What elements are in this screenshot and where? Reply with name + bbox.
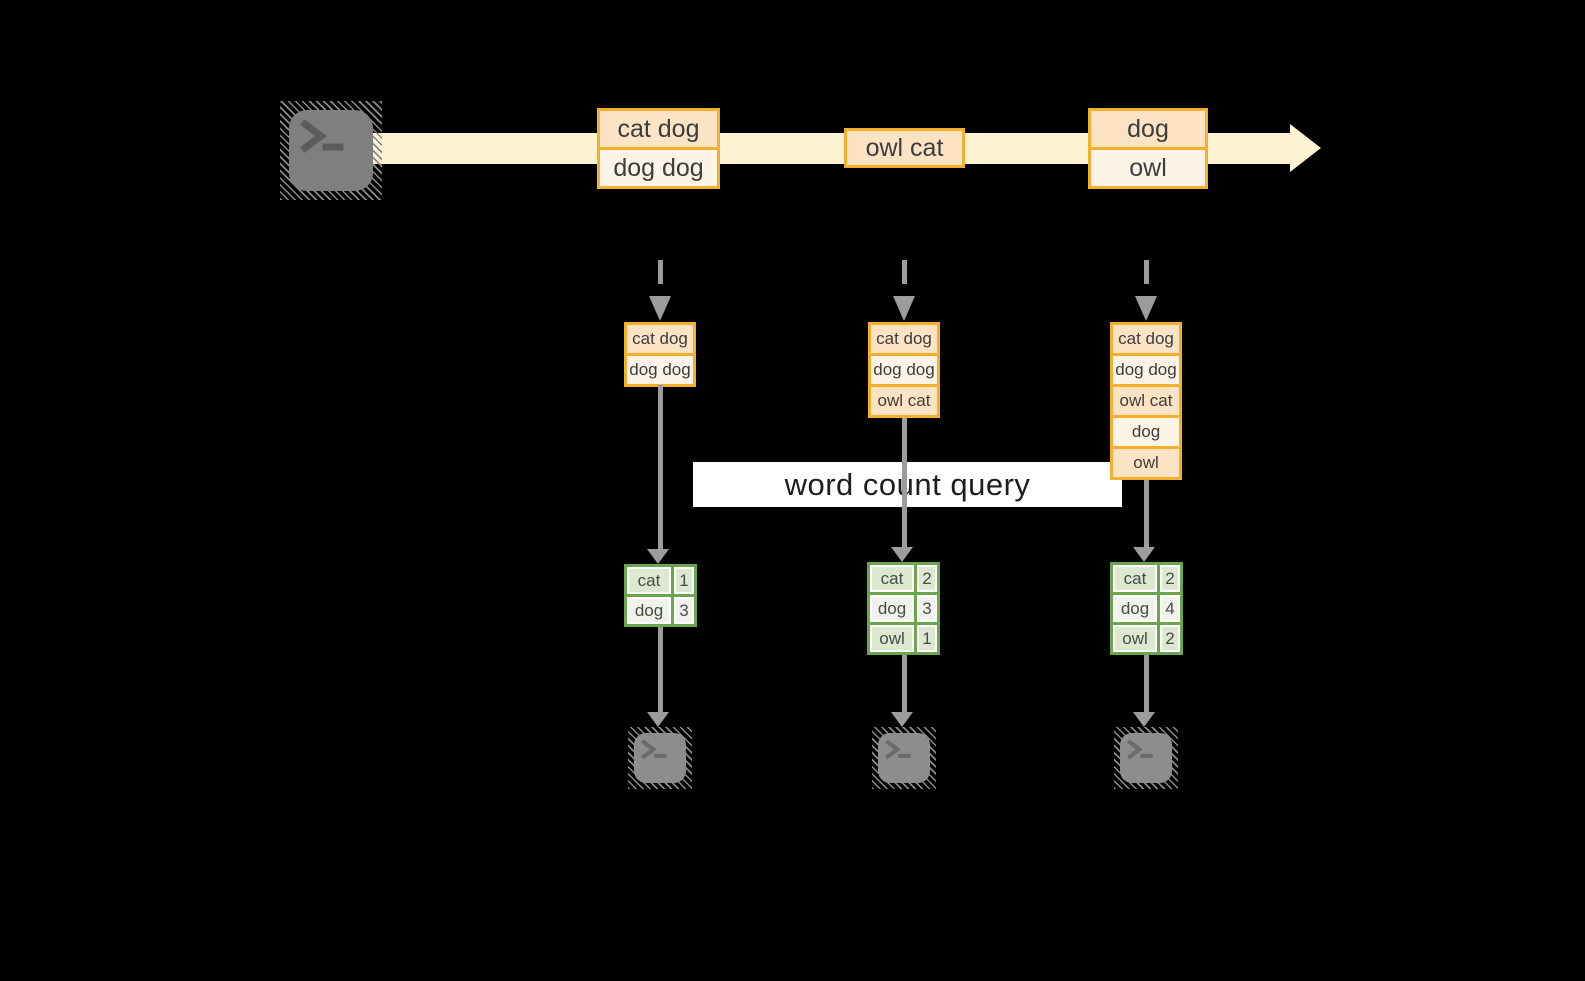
count-cell: 1: [674, 567, 694, 594]
word-cell: cat: [1113, 565, 1157, 592]
stream-message: dog dog: [600, 150, 717, 186]
consumer-terminal-icon: [1114, 727, 1178, 789]
consumer-terminal-icon: [628, 727, 692, 789]
table-row: cat 1: [627, 567, 694, 594]
ingest-arrow-stem: [902, 260, 907, 294]
ingest-arrow-stem: [658, 260, 663, 294]
buffered-message: dog dog: [1113, 356, 1179, 384]
output-arrowhead-icon: [891, 712, 913, 727]
table-row: dog 3: [870, 595, 937, 622]
query-label-band: word count query: [693, 462, 1122, 507]
table-row: cat 2: [1113, 565, 1180, 592]
source-terminal-icon: [280, 101, 382, 200]
terminal-prompt-icon: [641, 740, 667, 760]
table-row: dog 3: [627, 597, 694, 624]
table-row: owl 2: [1113, 625, 1180, 652]
query-arrow-stem: [902, 418, 907, 547]
terminal-screen: [289, 110, 373, 191]
query-arrow-stem: [1144, 480, 1149, 547]
output-arrowhead-icon: [1133, 712, 1155, 727]
output-arrow-stem: [1144, 655, 1149, 712]
count-cell: 3: [674, 597, 694, 624]
word-cell: owl: [1113, 625, 1157, 652]
count-cell: 2: [1160, 625, 1180, 652]
buffered-message: dog dog: [871, 356, 937, 384]
buffered-message: cat dog: [627, 325, 693, 353]
ingest-arrow-stem: [1144, 260, 1149, 294]
stream-message-batch: owl cat: [844, 128, 965, 168]
query-arrowhead-icon: [1133, 547, 1155, 562]
table-row: owl 1: [870, 625, 937, 652]
buffered-message: owl: [1113, 449, 1179, 477]
terminal-prompt-icon: [1127, 740, 1153, 760]
query-arrowhead-icon: [891, 547, 913, 562]
buffered-messages-stack: cat dog dog dog: [624, 322, 696, 387]
table-row: dog 4: [1113, 595, 1180, 622]
buffered-message: cat dog: [1113, 325, 1179, 353]
count-cell: 2: [917, 565, 937, 592]
buffered-message: dog: [1113, 418, 1179, 446]
terminal-screen: [634, 733, 686, 783]
output-arrowhead-icon: [647, 712, 669, 727]
query-label: word count query: [784, 466, 1031, 502]
output-arrow-stem: [658, 627, 663, 712]
table-row: cat 2: [870, 565, 937, 592]
consumer-terminal-icon: [872, 727, 936, 789]
word-count-table: cat 1 dog 3: [624, 564, 697, 627]
count-cell: 3: [917, 595, 937, 622]
ingest-arrowhead-icon: [649, 296, 671, 321]
terminal-prompt-icon: [885, 740, 911, 760]
word-cell: cat: [870, 565, 914, 592]
terminal-prompt-icon: [300, 120, 344, 153]
word-cell: dog: [627, 597, 671, 624]
query-arrow-stem: [658, 385, 663, 549]
buffered-messages-stack: cat dog dog dog owl cat dog owl: [1110, 322, 1182, 480]
word-cell: dog: [1113, 595, 1157, 622]
word-cell: cat: [627, 567, 671, 594]
word-cell: owl: [870, 625, 914, 652]
terminal-screen: [878, 733, 930, 783]
word-cell: dog: [870, 595, 914, 622]
word-count-table: cat 2 dog 3 owl 1: [867, 562, 940, 655]
count-cell: 1: [917, 625, 937, 652]
buffered-messages-stack: cat dog dog dog owl cat: [868, 322, 940, 418]
query-arrowhead-icon: [647, 549, 669, 564]
stream-message: owl cat: [847, 131, 962, 165]
terminal-screen: [1120, 733, 1172, 783]
buffered-message: cat dog: [871, 325, 937, 353]
output-arrow-stem: [902, 655, 907, 712]
stream-message: dog: [1091, 111, 1205, 147]
count-cell: 2: [1160, 565, 1180, 592]
buffered-message: owl cat: [871, 387, 937, 415]
stream-arrowhead-icon: [1290, 124, 1321, 172]
buffered-message: owl cat: [1113, 387, 1179, 415]
count-cell: 4: [1160, 595, 1180, 622]
stream-message: owl: [1091, 150, 1205, 186]
word-count-table: cat 2 dog 4 owl 2: [1110, 562, 1183, 655]
buffered-message: dog dog: [627, 356, 693, 384]
ingest-arrowhead-icon: [1135, 296, 1157, 321]
ingest-arrowhead-icon: [893, 296, 915, 321]
stream-message: cat dog: [600, 111, 717, 147]
